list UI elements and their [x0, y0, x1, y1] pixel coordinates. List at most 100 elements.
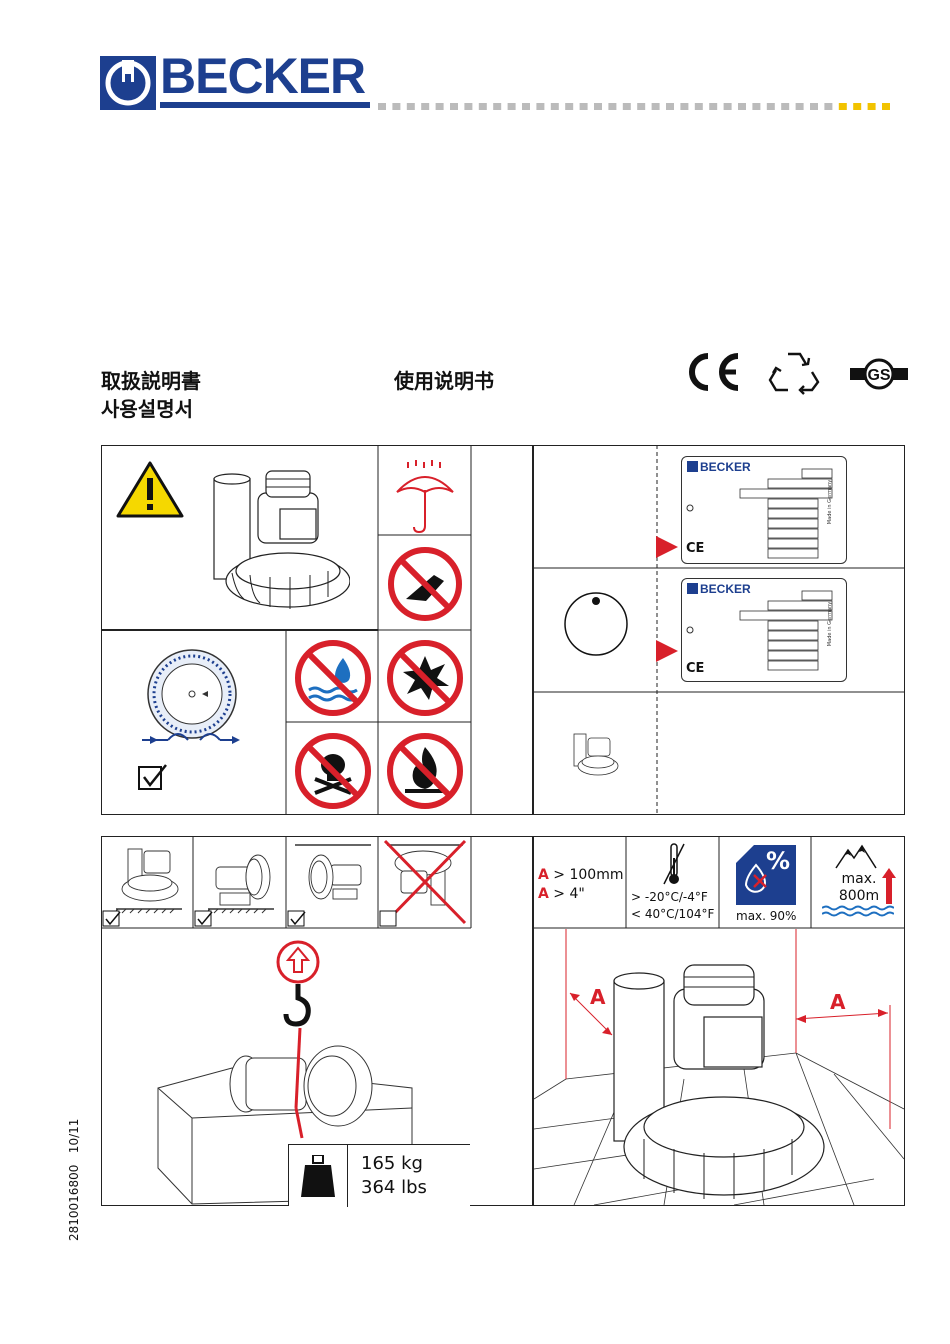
weight-icon — [301, 1155, 335, 1197]
nameplate-2-ce: CE — [686, 661, 704, 676]
doc-date: 10/11 — [67, 1119, 81, 1154]
thermometer-icon — [662, 842, 686, 886]
clearance-row-in: A > 4" — [538, 885, 623, 904]
rule-dot — [637, 103, 645, 110]
rule-dot — [392, 103, 400, 110]
rule-dot — [565, 103, 573, 110]
rule-dot — [623, 103, 631, 110]
temperature-spec: > -20°C/-4°F < 40°C/104°F — [631, 889, 714, 923]
svg-text:GS: GS — [867, 367, 890, 384]
rule-dot — [738, 103, 746, 110]
clearance-row-mm: A > 100mm — [538, 866, 623, 885]
rule-dot — [796, 103, 804, 110]
clearance-label: A — [538, 867, 549, 883]
rule-dot — [479, 103, 487, 110]
clearance-in: > 4" — [553, 886, 585, 902]
rule-dot — [464, 103, 472, 110]
becker-logo: BECKER — [100, 54, 372, 112]
rule-dot — [436, 103, 444, 110]
mount-wall-ok — [287, 837, 377, 927]
rule-dot — [810, 103, 818, 110]
rule-dot — [709, 103, 717, 110]
umbrella-icon — [393, 460, 457, 536]
checkbox-checked-icon — [138, 763, 168, 791]
warning-icon — [116, 460, 184, 518]
no-water-icon — [293, 638, 373, 718]
no-toxic-icon — [293, 731, 373, 811]
humidity-symbol: % — [766, 847, 790, 875]
rule-dot — [695, 103, 703, 110]
dial-icon — [562, 590, 632, 656]
nameplate-1-made-in: Made in Germany — [827, 472, 833, 532]
altitude-arrow-icon — [882, 868, 896, 904]
rule-dot — [536, 103, 544, 110]
weight-box: 165 kg 364 lbs — [288, 1144, 470, 1206]
rule-dot — [594, 103, 602, 110]
altitude-max-label: max. — [836, 871, 882, 888]
rule-dot — [666, 103, 674, 110]
altitude-spec: max. 800m — [836, 871, 882, 905]
water-waves-icon — [822, 904, 894, 920]
rule-dot — [853, 103, 861, 110]
ce-mark-icon — [682, 350, 742, 394]
altitude-value: 800m — [836, 888, 882, 905]
rule-dot — [824, 103, 832, 110]
rule-dot — [551, 103, 559, 110]
title-japanese: 取扱説明書 — [101, 368, 201, 394]
rule-dot — [378, 103, 386, 110]
rule-dot — [839, 103, 847, 110]
weight-lbs: 364 lbs — [361, 1177, 427, 1198]
temp-high: < 40°C/104°F — [631, 906, 714, 923]
rule-dot — [608, 103, 616, 110]
humidity-icon: % — [736, 845, 796, 905]
nameplate-2-pointer-icon — [656, 640, 678, 662]
nameplate-2: BECKER CE Made in Germany — [681, 578, 847, 682]
nameplate-1: BECKER CE Made in Germany — [681, 456, 847, 564]
airflow-diagram — [140, 642, 250, 750]
rule-dot — [882, 103, 890, 110]
brand-name: BECKER — [160, 50, 365, 102]
gs-mark-icon: GS — [850, 356, 908, 392]
rule-dot — [522, 103, 530, 110]
title-korean: 사용설명서 — [101, 396, 193, 422]
header-dotted-rule — [378, 103, 908, 111]
recycle-icon — [768, 348, 820, 396]
doc-id: 2810016800 10/11 — [67, 1051, 83, 1241]
rule-dot — [580, 103, 588, 110]
rule-dot — [781, 103, 789, 110]
nameplate-1-ce: CE — [686, 541, 704, 556]
mount-horizontal-ok — [194, 837, 284, 927]
rule-dot — [868, 103, 876, 110]
mount-inverted-not-allowed — [379, 837, 469, 927]
small-blower-drawing — [572, 728, 620, 778]
clearance-label-2: A — [538, 886, 549, 902]
no-fire-icon — [385, 731, 465, 811]
nameplate-1-pointer-icon — [656, 536, 678, 558]
no-explosive-icon — [385, 638, 465, 718]
weight-divider — [347, 1145, 348, 1207]
humidity-max: max. 90% — [736, 909, 796, 923]
rule-dot — [767, 103, 775, 110]
no-hand-icon — [386, 545, 464, 623]
rule-dot — [752, 103, 760, 110]
rule-dot — [421, 103, 429, 110]
rule-dot — [724, 103, 732, 110]
doc-number: 2810016800 — [67, 1165, 81, 1241]
mountain-icon — [834, 842, 878, 870]
nameplate-2-made-in: Made in Germany — [827, 594, 833, 654]
rule-dot — [407, 103, 415, 110]
weight-kg: 165 kg — [361, 1153, 423, 1174]
rule-dot — [680, 103, 688, 110]
mount-vertical-ok — [102, 837, 192, 927]
rule-dot — [493, 103, 501, 110]
clearance-mm: > 100mm — [553, 867, 623, 883]
install-label-a-right: A — [830, 990, 845, 1014]
rule-dot — [508, 103, 516, 110]
title-chinese: 使用说明书 — [394, 368, 494, 394]
rule-dot — [652, 103, 660, 110]
blower-drawing — [210, 465, 350, 615]
rule-dot — [450, 103, 458, 110]
temp-low: > -20°C/-4°F — [631, 889, 714, 906]
lift-hook-icon — [274, 940, 324, 1030]
clearance-spec: A > 100mm A > 4" — [538, 866, 623, 904]
